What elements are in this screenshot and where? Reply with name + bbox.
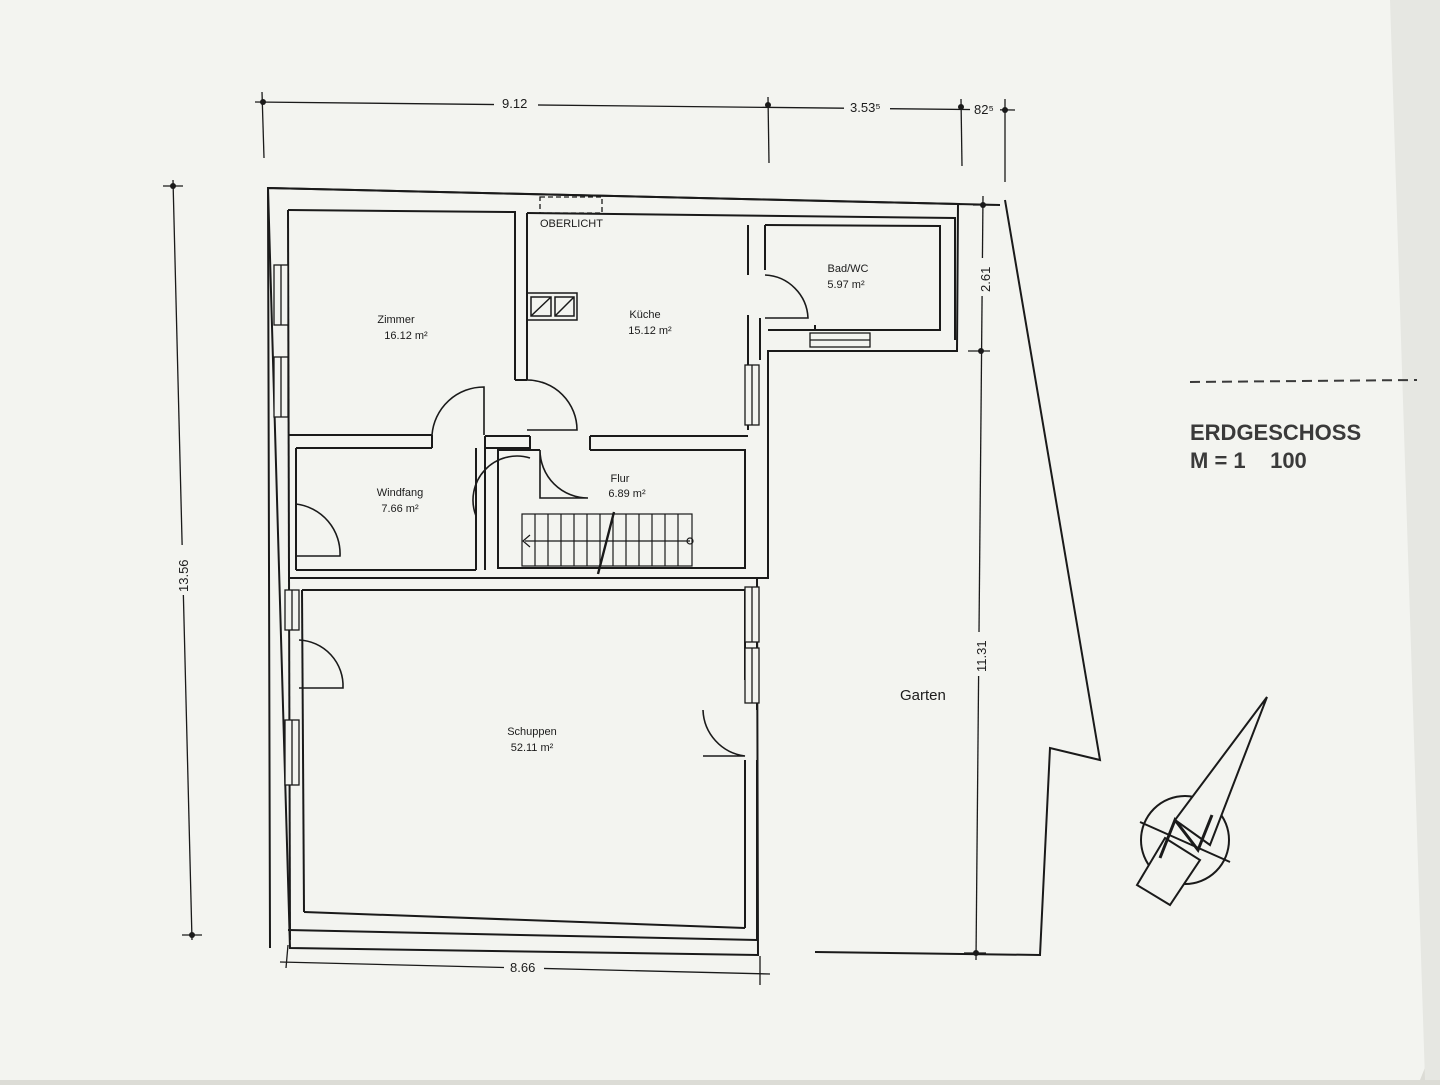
dim-right-lower: 11.31 [974,640,989,672]
skylight-label: OBERLICHT [540,218,603,230]
north-arrow-icon [1135,696,1268,907]
plan-scale: M = 1 100 [1190,448,1307,473]
staircase [521,511,694,575]
garden-label: Garten [900,687,946,704]
skylight-symbol [539,196,603,214]
room-windfang-name: Windfang [377,487,423,499]
room-flur-area: 6.89 m² [608,488,646,500]
dim-bottom: 8.66 [510,960,535,975]
title-block: ERDGESCHOSS M = 1 100 [1189,379,1418,473]
paper-shadow-edge [1390,0,1440,1080]
doors [295,274,809,757]
dim-top-main: 9.12 [502,96,527,111]
walls [266,186,1102,957]
room-windfang-area: 7.66 m² [381,503,419,515]
room-bad-area: 5.97 m² [827,279,865,291]
room-schuppen-name: Schuppen [507,726,557,738]
plan-title: ERDGESCHOSS [1190,420,1361,445]
room-labels: Zimmer 16.12 m² Küche 15.12 m² Bad/WC 5.… [377,263,869,754]
room-kueche-name: Küche [629,309,660,321]
dim-left-total: 13.56 [176,559,191,592]
dim-top-right: 82⁵ [974,102,994,117]
room-zimmer-area: 16.12 m² [384,330,428,342]
dim-right-upper: 2.61 [978,267,993,292]
room-zimmer-name: Zimmer [377,314,415,326]
room-kueche-area: 15.12 m² [628,325,672,337]
dim-top-mid: 3.53⁵ [850,100,881,115]
room-bad-name: Bad/WC [828,263,869,275]
outer-wall [266,186,1001,957]
dimension-ticks [170,99,1008,956]
windows [273,264,871,786]
room-schuppen-area: 52.11 m² [511,742,554,754]
room-flur-name: Flur [611,473,630,485]
stove-symbol [526,292,578,321]
